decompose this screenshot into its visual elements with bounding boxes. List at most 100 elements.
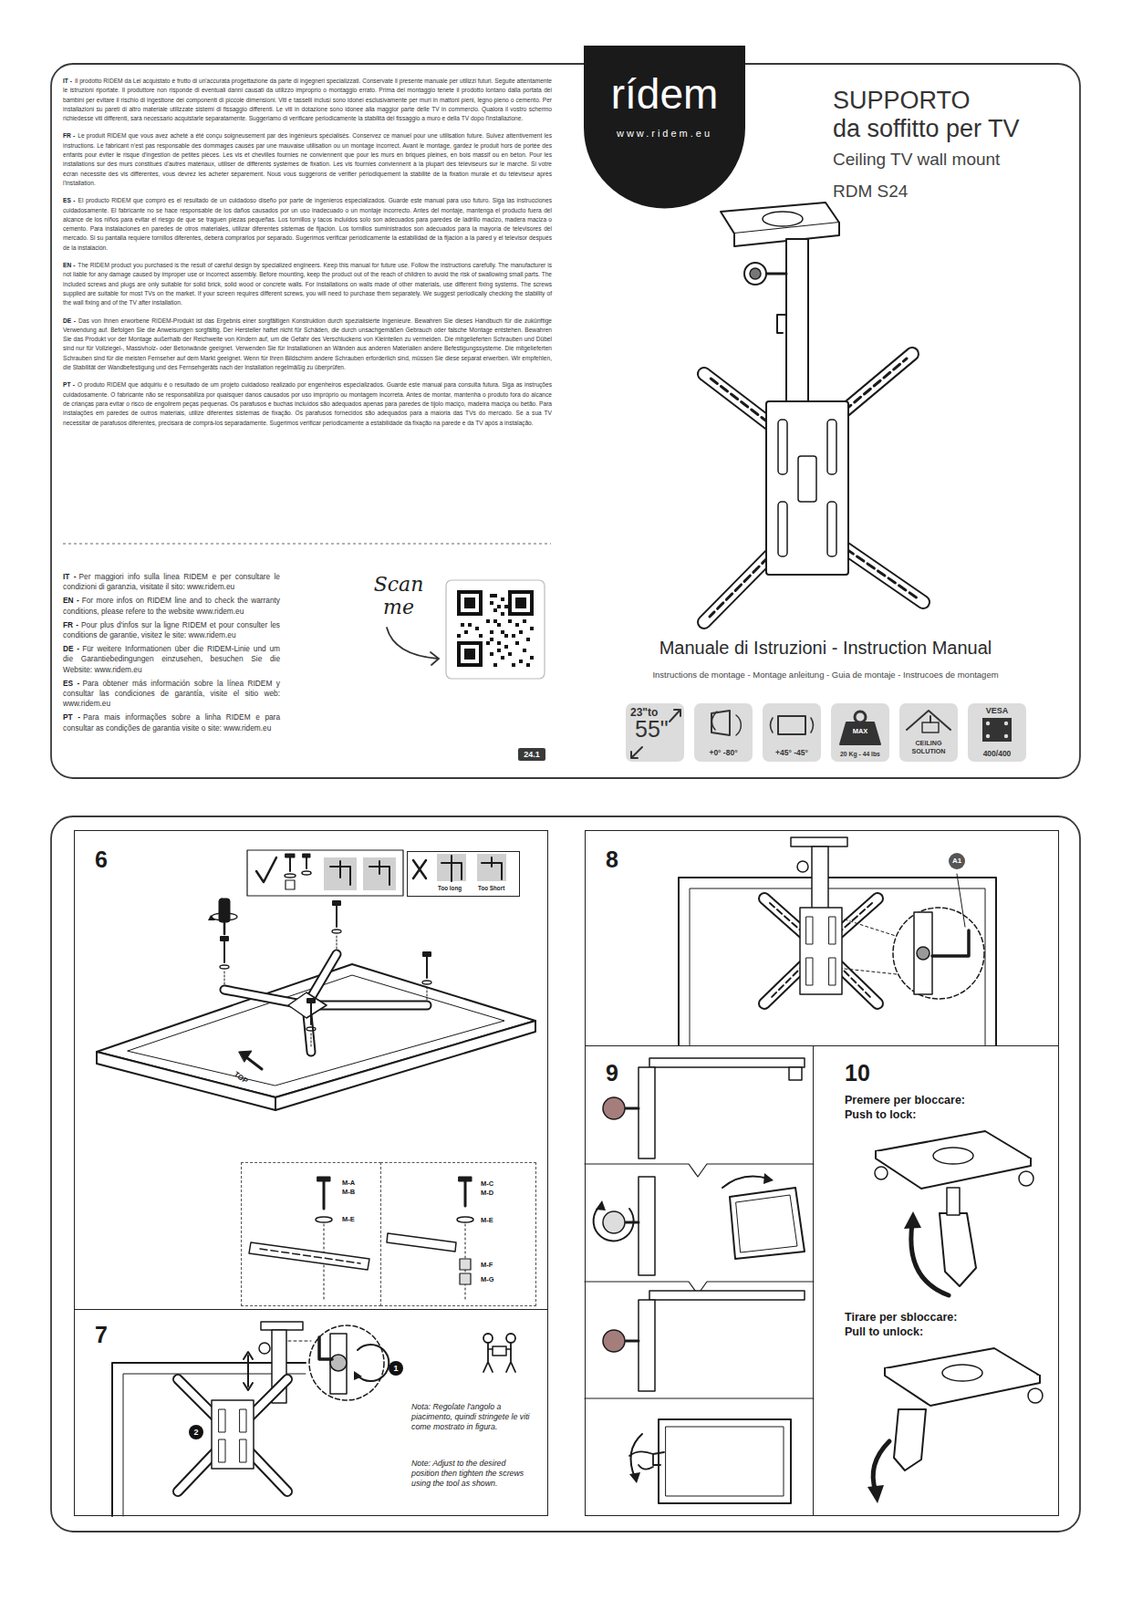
language-code: DE - [62, 643, 80, 654]
feature-icon-tiles-part [830, 703, 890, 762]
step-6-illustration-part [289, 857, 291, 872]
language-code: IT - [62, 77, 73, 84]
step-8-illustration-part [829, 957, 836, 986]
ceiling-mount-illustration-part [846, 549, 918, 599]
feature-icon-tiles-part [899, 703, 958, 762]
step-9-illustration-part [722, 1176, 769, 1188]
step-9-illustration-part [602, 1097, 625, 1120]
tilt-icon: +0° -80° [694, 703, 753, 762]
manual-subtitle: Instructions de montage - Montage anleit… [597, 669, 1054, 681]
step-8-illustration-part [806, 916, 813, 945]
step-6-illustration-part [223, 922, 227, 935]
model-code: RDM S24 [832, 180, 1016, 202]
step-9-illustration-part [649, 1058, 805, 1068]
step-panel: 9 [584, 1045, 814, 1517]
feature-icon-symbols-part [711, 710, 730, 736]
step-6-illustration-part [247, 850, 404, 896]
step-7-illustration-part [112, 1362, 306, 1517]
step-9-illustration [584, 1058, 814, 1504]
ceiling-mount-illustration-part [704, 373, 774, 427]
ceiling-mount-illustration-part [786, 238, 809, 404]
step-8-illustration-part [956, 873, 966, 927]
qr-code-part-part [464, 597, 476, 609]
step-8-illustration-part-part [764, 898, 821, 949]
step-9-illustration-part [763, 1173, 774, 1184]
step-number: 8 [605, 845, 619, 874]
feature-icon-symbols-part [929, 716, 932, 723]
logo-badge [583, 45, 746, 209]
feature-icon-symbols [631, 709, 1012, 759]
warranty-info-paragraph: IT -Per maggiori info sulla linea RIDEM … [62, 571, 281, 592]
qr-code-part-part [508, 590, 534, 616]
step-8-illustration-part [932, 930, 969, 956]
ceiling-mount-illustration-part [749, 268, 761, 280]
warranty-info-paragraph: DE -Für weitere Informationen über die R… [62, 643, 281, 676]
wrong-screw-box: Too longToo Short [406, 851, 520, 897]
warranty-info-text: Für weitere Informationen über die RIDEM… [62, 643, 281, 674]
step-7-illustration-part [483, 1343, 516, 1372]
feature-icon-symbols-part-part [986, 734, 990, 738]
part-code: M-E [480, 1215, 494, 1225]
step-10-illustration-part [942, 1364, 983, 1382]
step-6-illustration-part [413, 860, 426, 879]
safety-notice-text: El producto RIDEM que compró es el resul… [62, 197, 552, 250]
ceiling-mount-illustration-part [704, 551, 774, 623]
feature-icon-symbols-part-part [1004, 721, 1008, 726]
scan-arrow-part [430, 652, 439, 665]
sheet-frame-part [62, 543, 551, 545]
ceiling-mark: CEILING SOLUTION [902, 739, 956, 756]
step-9-illustration-part [638, 1299, 655, 1392]
vesa-mark: VESA [967, 706, 1027, 717]
step-8-illustration-part [799, 907, 842, 995]
step-6-illustration-part [305, 857, 308, 869]
part-code: M-E [342, 1215, 355, 1224]
step-9-illustration-part [658, 1419, 791, 1504]
step-6-illustration-part [481, 857, 502, 880]
ceiling-mount-illustration-part [704, 551, 774, 623]
qr-code [446, 580, 545, 679]
feature-icon-tiles-part [694, 703, 753, 762]
sheet-frame-part [51, 816, 1081, 1532]
step-7-illustration-part [211, 1400, 254, 1469]
step-6-illustration-part-part [311, 1033, 312, 1047]
step-8-illustration-part [678, 877, 997, 1046]
qr-code-part [460, 593, 530, 664]
qr-code-part-part [464, 648, 476, 660]
feature-icon-symbols-part [736, 715, 741, 736]
step-6-illustration-part-part [310, 1001, 312, 1025]
feature-icon-symbols-part [631, 747, 643, 759]
step-9-illustration-part [649, 1290, 805, 1300]
step-9-illustration-part [584, 1163, 814, 1177]
vesa-icon: VESA400/400 [967, 703, 1027, 762]
step-6-illustration-part [211, 913, 238, 921]
step-6-illustration-part-part [223, 939, 226, 963]
ceiling-mount-illustration-part-part [827, 501, 837, 557]
qr-code-part-part [460, 593, 479, 613]
step-10-illustration-part [872, 1441, 890, 1492]
step-6-illustration-part [323, 857, 357, 891]
product-title: SUPPORTO [832, 86, 1070, 115]
language-code: EN - [62, 261, 75, 269]
step-9-illustration-part [625, 1339, 639, 1343]
version-number: 24.1 [518, 748, 546, 760]
step-6-illustration-part [224, 954, 427, 1052]
size-icon: 23"to55" [625, 703, 685, 762]
step-7-illustration-part [488, 1348, 511, 1351]
language-code: FR - [62, 132, 75, 139]
step-6-illustration-part-part [332, 929, 342, 934]
step-number: 10 [844, 1059, 871, 1088]
warranty-info-text: Pour plus d'infos sur la ligne RIDEM et … [62, 620, 281, 640]
step-10-illustration-part [911, 1224, 949, 1296]
logo-badge-part [583, 45, 746, 209]
instruction-text: Push to lock: [844, 1107, 916, 1122]
step-9-illustration-part [625, 1221, 639, 1225]
step-7-illustration-part [319, 1337, 333, 1360]
step-9-illustration-part [629, 1451, 665, 1469]
instruction-text: Premere per bloccare: [844, 1092, 966, 1108]
swivel-icon: +45° -45° [762, 703, 821, 762]
step-9-illustration-part [638, 1067, 655, 1159]
step-8-illustration-part [764, 898, 878, 1004]
step-6-illustration-part [238, 1050, 252, 1062]
step-6-illustration-part [363, 857, 396, 891]
step-8-illustration-part [916, 946, 930, 960]
